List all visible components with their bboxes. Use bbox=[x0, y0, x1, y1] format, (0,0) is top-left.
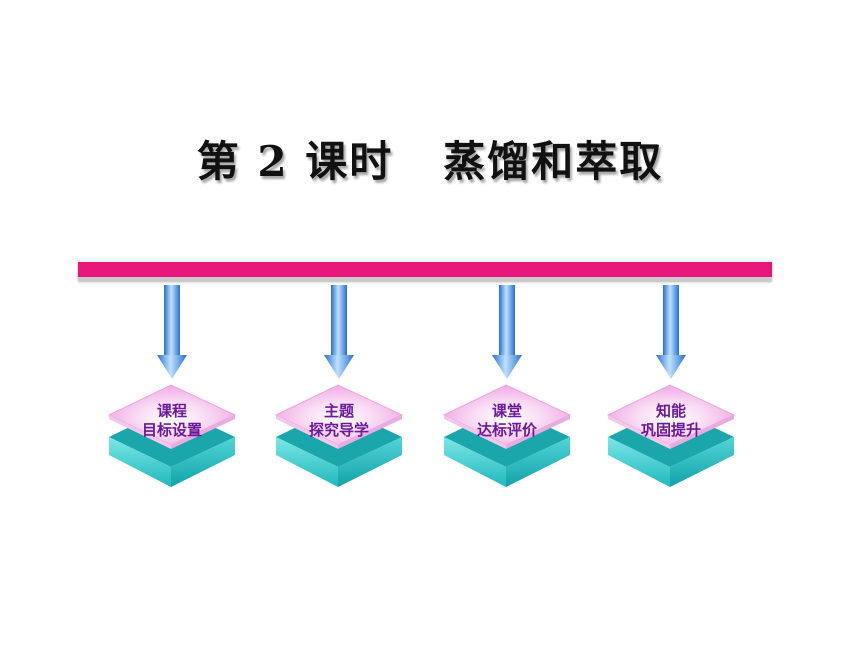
layer-top bbox=[107, 384, 237, 449]
node-knowledge-consolidation-graphic bbox=[606, 285, 736, 487]
node-topic-inquiry[interactable]: 主题 探究导学 bbox=[274, 285, 404, 495]
page-title: 第 2 课时 蒸馏和萃取 bbox=[0, 128, 860, 188]
node-label: 主题 探究导学 bbox=[274, 402, 404, 440]
node-label: 课程 目标设置 bbox=[107, 402, 237, 440]
node-label-line1: 主题 bbox=[323, 402, 354, 420]
title-topic: 蒸馏和萃取 bbox=[443, 136, 664, 186]
node-label-line1: 课堂 bbox=[491, 402, 522, 420]
node-label: 课堂 达标评价 bbox=[442, 402, 572, 440]
arrow-down-icon bbox=[324, 285, 354, 379]
layer-top bbox=[606, 384, 736, 449]
arrow-down-icon bbox=[492, 285, 522, 379]
node-label-line2: 巩固提升 bbox=[640, 421, 701, 439]
node-class-assessment[interactable]: 课堂 达标评价 bbox=[442, 285, 572, 495]
node-course-goals[interactable]: 课程 目标设置 bbox=[107, 285, 237, 495]
node-label-line2: 达标评价 bbox=[476, 421, 537, 439]
layer-top bbox=[274, 384, 404, 449]
node-label: 知能 巩固提升 bbox=[606, 402, 736, 440]
layer-top bbox=[442, 384, 572, 449]
node-label-line1: 课程 bbox=[156, 402, 187, 420]
node-course-goals-graphic bbox=[107, 285, 237, 487]
node-topic-inquiry-graphic bbox=[274, 285, 404, 487]
arrow-down-icon bbox=[656, 285, 686, 379]
node-label-line1: 知能 bbox=[655, 402, 686, 420]
node-label-line2: 探究导学 bbox=[308, 421, 369, 439]
header-bar bbox=[78, 259, 772, 281]
node-knowledge-consolidation[interactable]: 知能 巩固提升 bbox=[606, 285, 736, 495]
node-label-line2: 目标设置 bbox=[141, 421, 202, 439]
node-class-assessment-graphic bbox=[442, 285, 572, 487]
title-lesson: 第 2 课时 bbox=[196, 136, 394, 186]
arrow-down-icon bbox=[157, 285, 187, 379]
